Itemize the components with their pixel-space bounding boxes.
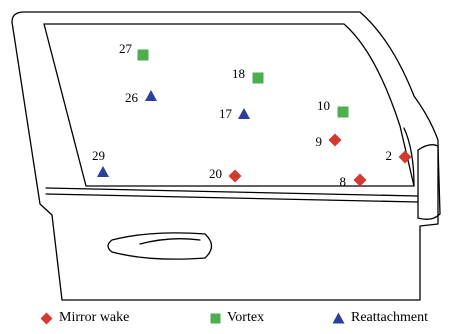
measurement-points: 27 26 18 17 10 9 2 29 20 8: [92, 41, 412, 189]
point-marker-18: [252, 72, 264, 84]
legend-item-reattachment: Reattachment: [332, 310, 428, 326]
legend-item-mirror-wake: Mirror wake: [40, 310, 129, 326]
point-label-18: 18: [232, 66, 245, 81]
legend-label-mirror-wake: Mirror wake: [59, 310, 130, 325]
point-label-26: 26: [125, 90, 139, 105]
door-handle-recess: [107, 232, 213, 260]
door-handle-grip: [139, 238, 201, 245]
mirror-housing: [417, 144, 441, 220]
point-label-20: 20: [209, 166, 222, 181]
point-label-9: 9: [316, 134, 323, 149]
point-marker-2: [398, 150, 412, 164]
inner-pillar: [403, 127, 415, 187]
legend-item-vortex: Vortex: [210, 310, 264, 326]
point-label-17: 17: [219, 106, 233, 121]
point-marker-17: [238, 108, 250, 119]
point-label-10: 10: [317, 98, 330, 113]
point-label-8: 8: [340, 174, 347, 189]
point-marker-26: [145, 90, 157, 101]
window-frame: [43, 23, 415, 187]
door-frame-outer: [11, 11, 439, 301]
belt-line: [45, 187, 419, 203]
point-label-29: 29: [92, 148, 105, 163]
point-marker-29: [97, 166, 109, 177]
green-square-icon: [210, 313, 221, 323]
door-outline: [11, 11, 441, 301]
red-diamond-icon: [40, 312, 53, 324]
point-marker-27: [137, 49, 149, 61]
point-marker-9: [328, 133, 342, 147]
point-marker-8: [353, 173, 367, 187]
legend-label-vortex: Vortex: [227, 310, 265, 325]
legend-label-reattachment: Reattachment: [351, 310, 428, 325]
point-marker-10: [337, 106, 349, 118]
point-label-2: 2: [386, 148, 393, 163]
blue-triangle-icon: [332, 312, 345, 324]
point-marker-20: [228, 169, 242, 183]
point-label-27: 27: [119, 41, 133, 56]
legend: Mirror wake Vortex Reattachment: [0, 310, 463, 332]
